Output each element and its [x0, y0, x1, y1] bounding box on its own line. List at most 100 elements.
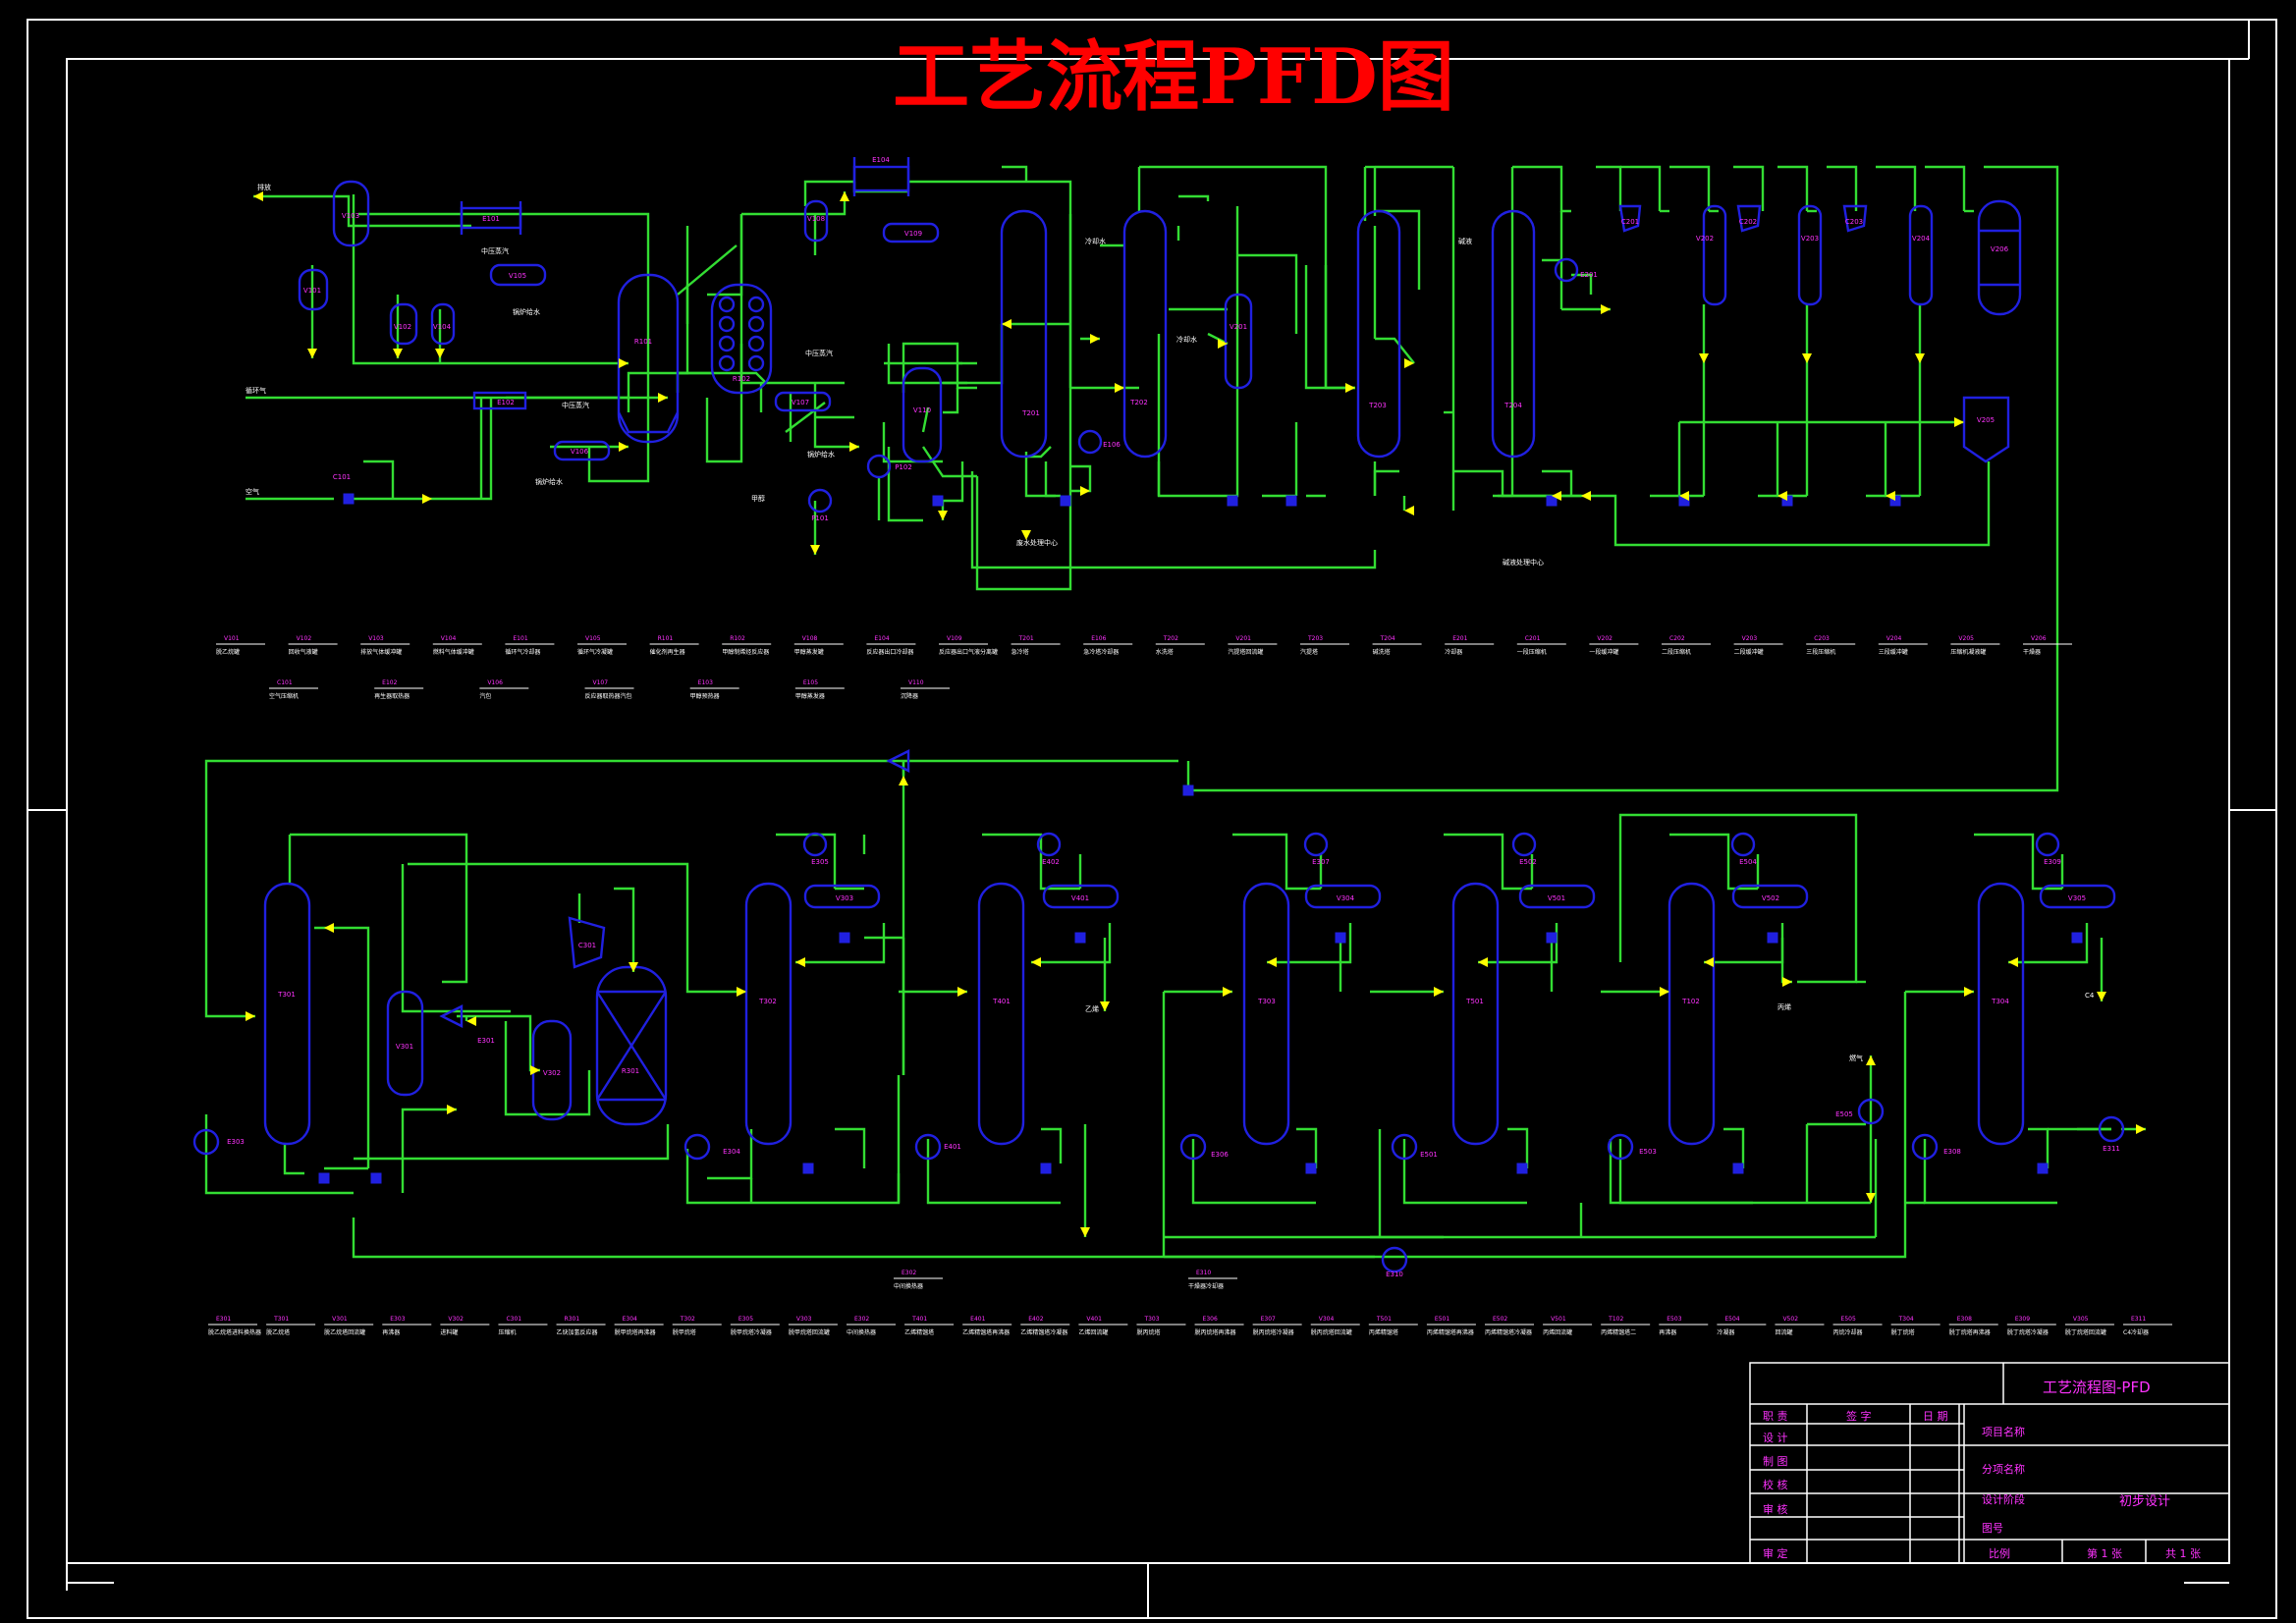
- tag-e303: E303: [227, 1138, 245, 1146]
- legend-desc: 脱丁烷塔回流罐: [2065, 1328, 2106, 1336]
- tag-t301: T301: [277, 991, 296, 999]
- legend-row-1: V101脱乙烷罐V102回收气液罐V103排放气体缓冲罐V104燃料气体缓冲罐E…: [216, 635, 2072, 656]
- legend-desc: 脱丁烷塔冷凝器: [2007, 1328, 2049, 1336]
- tag-v304: V304: [1337, 894, 1355, 902]
- tag-v305: V305: [2068, 894, 2086, 902]
- tag-c202: C202: [1739, 218, 1757, 226]
- legend-desc: 丙烯精馏塔二: [1601, 1328, 1636, 1336]
- tag-e306: E306: [1211, 1151, 1229, 1159]
- legend-desc: 汽包: [479, 692, 491, 700]
- tag-v205: V205: [1977, 416, 1995, 424]
- legend-desc: 再生器取热器: [374, 692, 410, 700]
- tb-draw: 制 图: [1763, 1455, 1788, 1468]
- stream-steam-b: 中压蒸汽: [562, 401, 589, 409]
- legend-desc: 空气压缩机: [269, 692, 299, 700]
- tag-v501: V501: [1548, 894, 1565, 902]
- tag-v107: V107: [792, 399, 809, 406]
- legend-desc: 脱乙烷塔进料换热器: [208, 1328, 261, 1336]
- tb-date-header: 日 期: [1923, 1410, 1948, 1423]
- legend-desc: 反应器出口冷却器: [866, 648, 913, 656]
- legend-tag: R101: [658, 635, 674, 642]
- legend-tag: E201: [1452, 635, 1467, 642]
- legend-tag: V303: [796, 1316, 812, 1323]
- tag-v303: V303: [836, 894, 853, 902]
- legend-desc: 干燥器冷却器: [1188, 1282, 1224, 1290]
- legend-desc: 乙烯精馏塔再沸器: [962, 1328, 1010, 1336]
- legend-tag: E307: [1261, 1316, 1276, 1323]
- legend-tag: T102: [1608, 1316, 1623, 1323]
- legend-tag: E401: [970, 1316, 985, 1323]
- legend-tag: E305: [738, 1316, 753, 1323]
- legend-desc: 反应器取热器汽包: [585, 692, 632, 700]
- tag-t304: T304: [1991, 998, 2009, 1005]
- legend-desc: 中间换热器: [894, 1282, 923, 1290]
- equipment-tags: V103 V101 V102 V104 E101 V105 E102 V106 …: [227, 156, 2120, 1278]
- legend-tag: V103: [368, 635, 384, 642]
- legend-desc: 脱丁烷塔再沸器: [1949, 1328, 1991, 1336]
- legend-desc: 回收气液罐: [289, 648, 318, 656]
- legend-desc: 中间换热器: [847, 1328, 876, 1336]
- tag-t303: T303: [1257, 998, 1276, 1005]
- legend-tag: E308: [1957, 1316, 1972, 1323]
- tag-v401: V401: [1071, 894, 1089, 902]
- legend-tag: T203: [1307, 635, 1323, 642]
- tag-t501: T501: [1465, 998, 1484, 1005]
- legend-desc: 乙炔加氢反应器: [557, 1328, 598, 1336]
- flow-arrows: [246, 191, 2146, 1237]
- legend-desc: 循环气冷却器: [505, 648, 540, 656]
- stream-water: 甲醇: [751, 494, 765, 503]
- legend-desc: 一段压缩机: [1517, 648, 1547, 656]
- tb-sign-header: 签 字: [1846, 1409, 1872, 1423]
- tag-t401: T401: [992, 998, 1011, 1005]
- legend-desc: 沉降器: [901, 692, 918, 700]
- stream-feed-gas: 循环气: [246, 386, 266, 395]
- legend-tag: E106: [1091, 635, 1106, 642]
- tag-v301: V301: [396, 1043, 413, 1051]
- legend-desc: 脱甲烷塔回流罐: [789, 1328, 830, 1336]
- legend-desc: 汽提塔: [1300, 648, 1318, 656]
- legend-tag: V201: [1235, 635, 1251, 642]
- tag-v103: V103: [342, 212, 359, 220]
- tag-r102: R102: [733, 375, 750, 383]
- stream-boiler-b: 锅炉给水: [535, 477, 563, 486]
- legend-tag: V302: [448, 1316, 464, 1323]
- tag-e311: E311: [2103, 1145, 2120, 1153]
- legend-tag: T201: [1018, 635, 1034, 642]
- tag-v109: V109: [904, 230, 922, 238]
- legend-desc: 一段缓冲罐: [1589, 648, 1618, 656]
- legend-tag: V205: [1958, 635, 1974, 642]
- legend-tag: E502: [1493, 1316, 1507, 1323]
- legend-desc: 回流罐: [1775, 1328, 1792, 1336]
- legend-tag: V401: [1086, 1316, 1102, 1323]
- tb-review: 审 核: [1763, 1502, 1788, 1516]
- legend-tag: T501: [1376, 1316, 1392, 1323]
- tag-c301: C301: [578, 942, 596, 949]
- stream-ethylene: 乙烯: [1085, 1004, 1099, 1013]
- tag-c201: C201: [1621, 218, 1639, 226]
- tag-e503: E503: [1639, 1148, 1657, 1156]
- legend-item: T203 汽提塔: [1300, 635, 1349, 656]
- legend-desc: 脱乙烷罐: [216, 648, 240, 656]
- legend-item: T102 丙烯精馏塔二: [1601, 1316, 1651, 1336]
- tag-e307: E307: [1312, 858, 1330, 866]
- legend-tag: V204: [1886, 635, 1902, 642]
